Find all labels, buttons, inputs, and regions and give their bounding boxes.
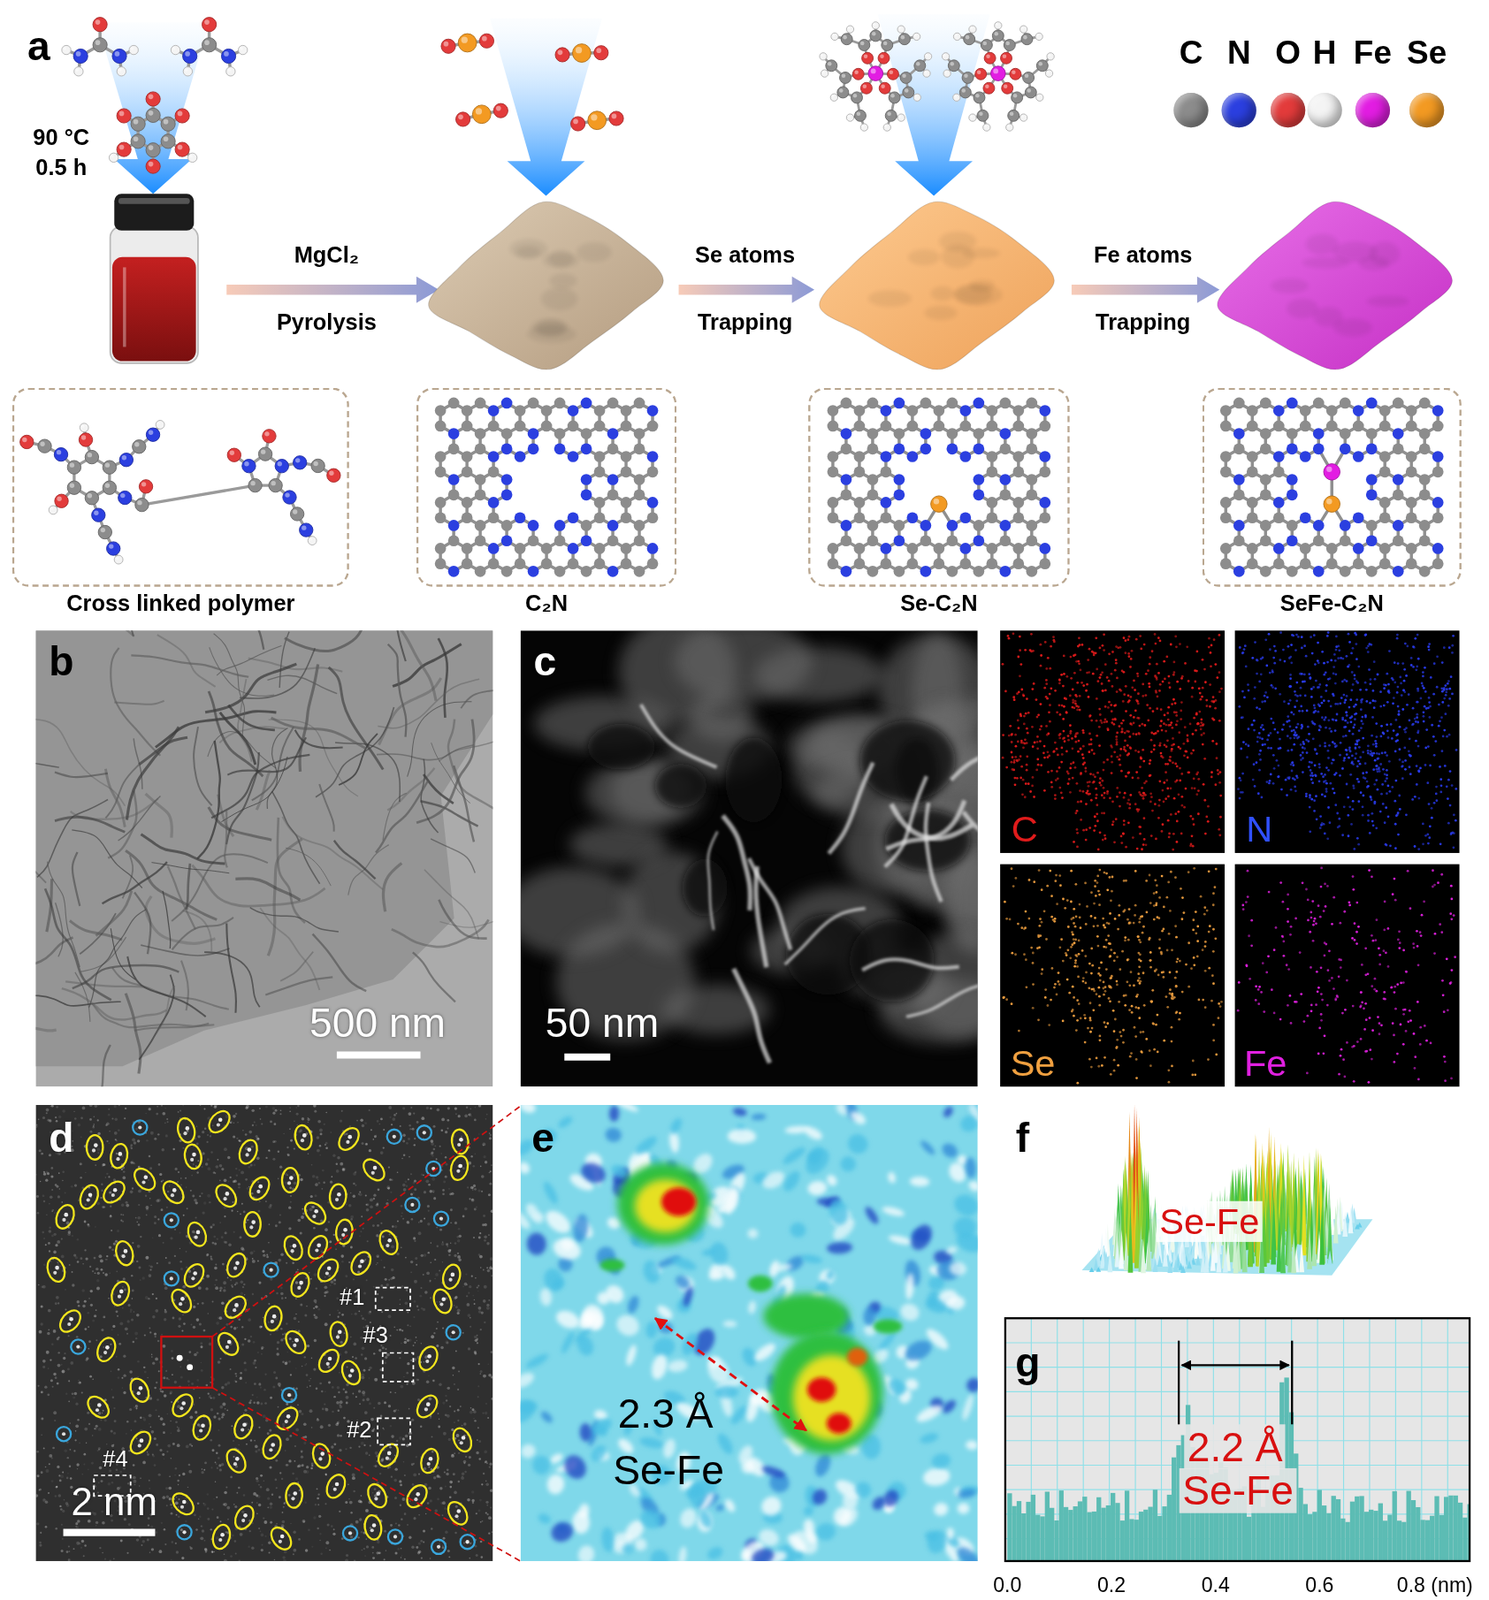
figure-root: a90 °C0.5 hMgCl₂PyrolysisSe atomsTrappin… (0, 0, 1489, 1600)
